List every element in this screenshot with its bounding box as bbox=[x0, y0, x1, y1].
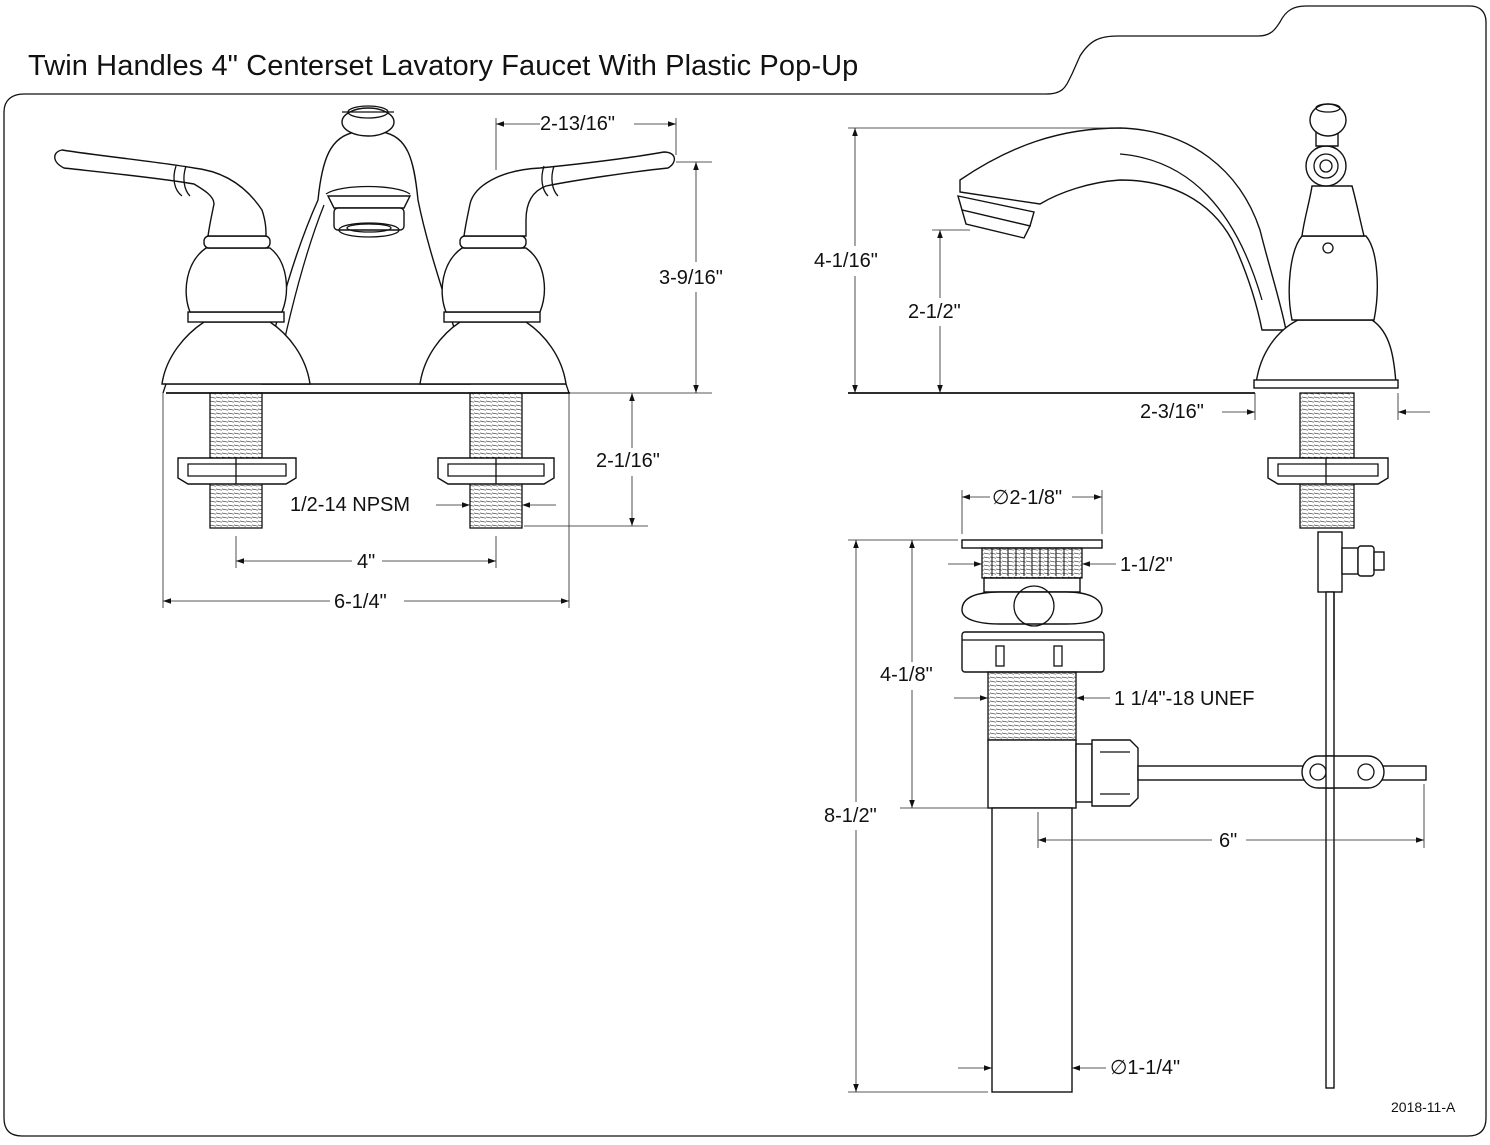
drain-assembly bbox=[961, 539, 1427, 1093]
dim-overall-width: 6-1/4" bbox=[334, 591, 387, 613]
frame-border bbox=[3, 5, 1487, 1137]
dim-drain-height: 4-1/8" bbox=[880, 664, 933, 686]
dim-tailpiece-diameter: ∅1-1/4" bbox=[1110, 1057, 1181, 1079]
dim-spout-clearance: 2-1/2" bbox=[908, 301, 961, 323]
front-view bbox=[54, 105, 675, 529]
dim-side-height: 4-1/16" bbox=[814, 250, 878, 272]
side-view bbox=[848, 103, 1399, 1089]
dim-drain-thread: 1 1/4"-18 UNEF bbox=[1114, 688, 1255, 710]
dim-spout-reach: 2-3/16" bbox=[1140, 401, 1204, 423]
dim-drain-total: 8-1/2" bbox=[824, 805, 877, 827]
dim-handle-offset: 2-13/16" bbox=[540, 113, 615, 135]
drain-dimensions bbox=[848, 490, 1425, 1093]
dim-shank-length: 2-1/16" bbox=[596, 450, 660, 472]
dim-front-height: 3-9/16" bbox=[659, 267, 723, 289]
side-dimensions bbox=[848, 127, 1430, 420]
dim-flange-inner: 1-1/2" bbox=[1120, 554, 1173, 576]
drawing-title: Twin Handles 4" Centerset Lavatory Fauce… bbox=[28, 50, 859, 82]
dim-center-spacing: 4" bbox=[357, 551, 376, 573]
dim-rod-length: 6" bbox=[1219, 830, 1238, 852]
dim-flange-diameter: ∅2-1/8" bbox=[992, 487, 1063, 509]
front-dimensions bbox=[162, 118, 712, 608]
dim-shank-thread: 1/2-14 NPSM bbox=[290, 494, 411, 516]
drawing-reference: 2018-11-A bbox=[1391, 1099, 1456, 1115]
